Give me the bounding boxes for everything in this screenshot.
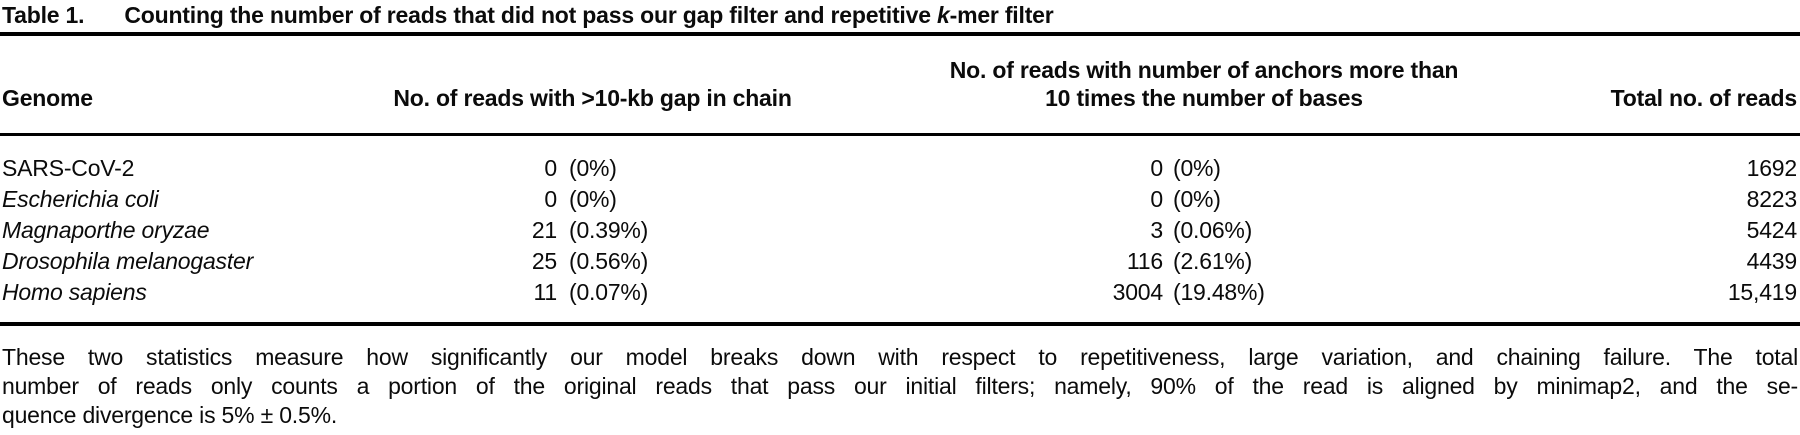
column-header-total-reads: Total no. of reads [1610, 85, 1798, 111]
total-reads: 8223 [1746, 186, 1798, 212]
table-caption: Table 1. Counting the number of reads tha… [2, 1, 1054, 29]
table-number-label: Table 1. [2, 2, 85, 28]
anchor-count: 0 [1150, 186, 1163, 212]
anchor-percent: (2.61%) [1173, 248, 1253, 274]
genome-name: Homo sapiens [2, 279, 147, 305]
genome-name: Drosophila melanogaster [2, 248, 254, 274]
gap-percent: (0%) [569, 186, 617, 212]
gap-percent: (0%) [569, 155, 617, 181]
total-reads: 15,419 [1727, 279, 1797, 305]
top-rule [0, 32, 1800, 36]
gap-percent: (0.39%) [569, 217, 649, 243]
table-row: Escherichia coli 0 (0%) 0 (0%) 8223 [0, 184, 1800, 215]
anchor-count: 116 [1126, 248, 1163, 274]
genome-name: Escherichia coli [2, 186, 159, 212]
table-row: SARS-CoV-2 0 (0%) 0 (0%) 1692 [0, 153, 1800, 184]
column-header-gap-filter: No. of reads with >10-kb gap in chain [393, 85, 792, 111]
anchor-percent: (0.06%) [1173, 217, 1253, 243]
gap-percent: (0.56%) [569, 248, 649, 274]
total-reads: 1692 [1746, 155, 1798, 181]
anchor-percent: (0%) [1173, 155, 1221, 181]
genome-name: Magnaporthe oryzae [2, 217, 210, 243]
anchor-percent: (19.48%) [1173, 279, 1265, 305]
table-footnote: These two statistics measure how signifi… [2, 343, 1798, 430]
anchor-count: 0 [1150, 155, 1163, 181]
anchor-count: 3004 [1112, 279, 1164, 305]
total-reads: 5424 [1746, 217, 1798, 243]
anchor-count: 3 [1150, 217, 1163, 243]
gap-percent: (0.07%) [569, 279, 649, 305]
footnote-line: number of reads only counts a portion of… [2, 373, 1798, 399]
column-header-anchors-line2: 10 times the number of bases [1045, 85, 1363, 111]
column-header-genome: Genome [2, 85, 93, 111]
table-row: Homo sapiens 11 (0.07%) 3004 (19.48%) 15… [0, 277, 1800, 308]
gap-count: 25 [531, 248, 557, 274]
table-row: Drosophila melanogaster 25 (0.56%) 116 (… [0, 246, 1800, 277]
caption-kmer-k: k [937, 2, 950, 28]
footnote-line: These two statistics measure how signifi… [2, 344, 1798, 370]
gap-count: 0 [544, 155, 557, 181]
genome-name: SARS-CoV-2 [2, 155, 135, 181]
column-header-anchors: No. of reads with number of anchors more… [898, 56, 1510, 112]
caption-text-post: -mer filter [949, 2, 1054, 28]
gap-count: 21 [531, 217, 557, 243]
table-row: Magnaporthe oryzae 21 (0.39%) 3 (0.06%) … [0, 215, 1800, 246]
caption-text-pre: Counting the number of reads that did no… [124, 2, 938, 28]
header-rule [0, 133, 1800, 136]
gap-count: 11 [533, 279, 558, 305]
total-reads: 4439 [1746, 248, 1798, 274]
column-header-anchors-line1: No. of reads with number of anchors more… [949, 57, 1459, 83]
anchor-percent: (0%) [1173, 186, 1221, 212]
footnote-line: quence divergence is 5% ± 0.5%. [2, 402, 338, 428]
bottom-rule [0, 322, 1800, 326]
gap-count: 0 [544, 186, 557, 212]
